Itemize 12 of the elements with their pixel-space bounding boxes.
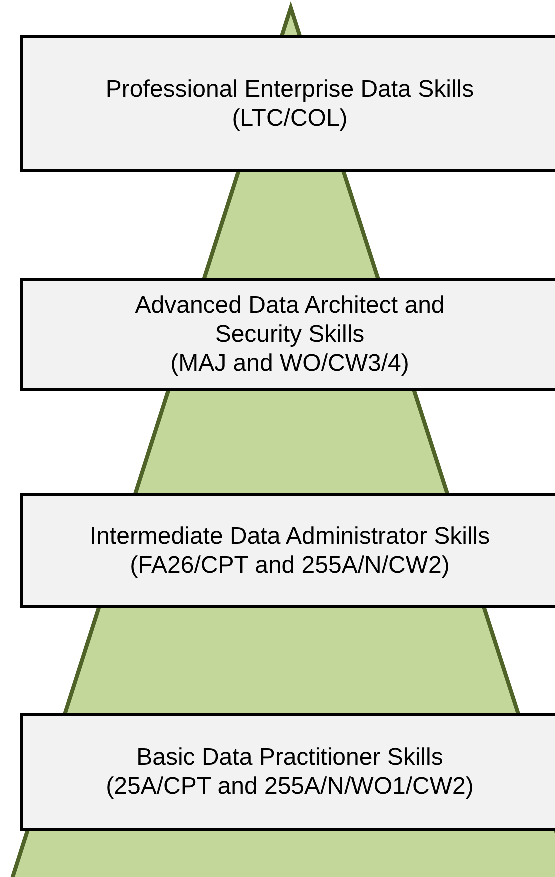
level-box	[20, 278, 555, 391]
level-box	[20, 35, 555, 172]
rank-label: (25A/CPT and 255A/N/WO1/CW2)	[106, 772, 474, 801]
level-title: Intermediate Data Administrator Skills	[90, 522, 490, 550]
rank-label: (MAJ and WO/CW3/4)	[170, 349, 410, 378]
level-title: Basic Data Practitioner Skills	[136, 743, 444, 772]
rank-label: (LTC/COL)	[232, 104, 348, 132]
rank-label: (FA26/CPT and 255A/N/CW2)	[130, 550, 450, 580]
level-title: Professional Enterprise Data Skills	[106, 74, 474, 104]
level-title: Advanced Data Architect and Security Skills	[134, 291, 446, 349]
level-box	[20, 713, 555, 831]
level-box	[20, 493, 555, 608]
